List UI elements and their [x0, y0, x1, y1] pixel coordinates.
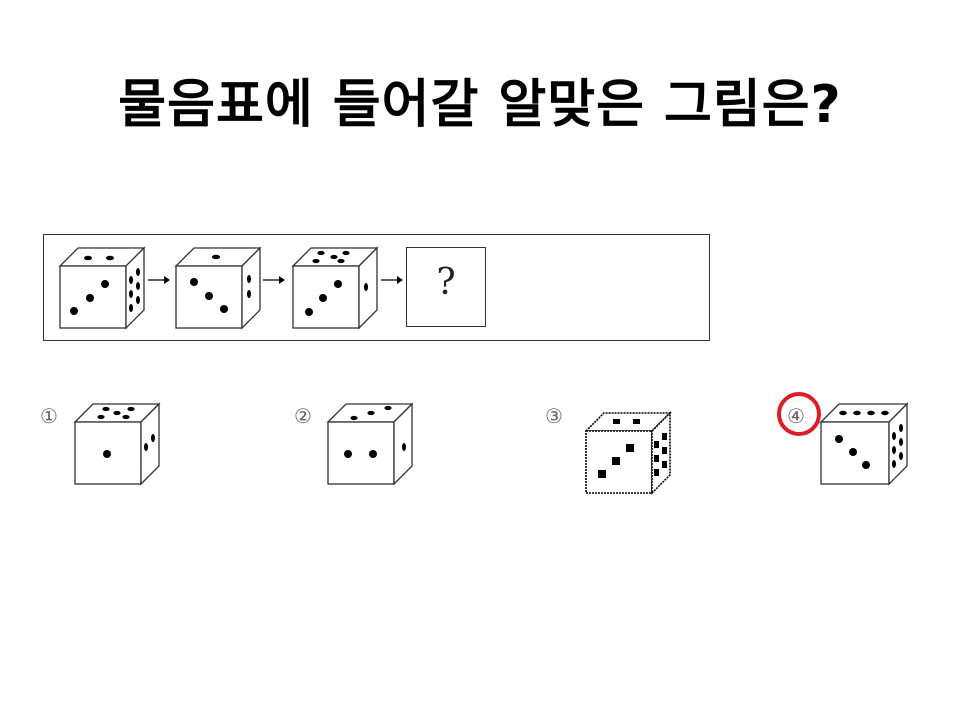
arrow-right-icon	[381, 276, 403, 284]
sequence-die-2	[174, 246, 262, 330]
option-3-die[interactable]	[584, 411, 674, 495]
option-1-number: ①	[40, 404, 58, 428]
option-2-number: ②	[294, 404, 312, 428]
arrow-right-icon	[263, 276, 285, 284]
question-title: 물음표에 들어갈 알맞은 그림은?	[118, 75, 842, 135]
sequence-die-3	[291, 246, 379, 330]
option-4-die[interactable]	[819, 402, 911, 488]
question-mark: ?	[436, 262, 456, 303]
arrow-right-icon	[148, 276, 170, 284]
sequence-die-1	[58, 246, 146, 330]
sequence-panel	[43, 234, 710, 341]
answer-highlight-circle	[777, 392, 821, 436]
answer-placeholder-box	[406, 247, 486, 327]
option-3-number: ③	[545, 404, 563, 428]
option-2-die[interactable]	[326, 402, 416, 486]
option-1-die[interactable]	[73, 402, 163, 486]
